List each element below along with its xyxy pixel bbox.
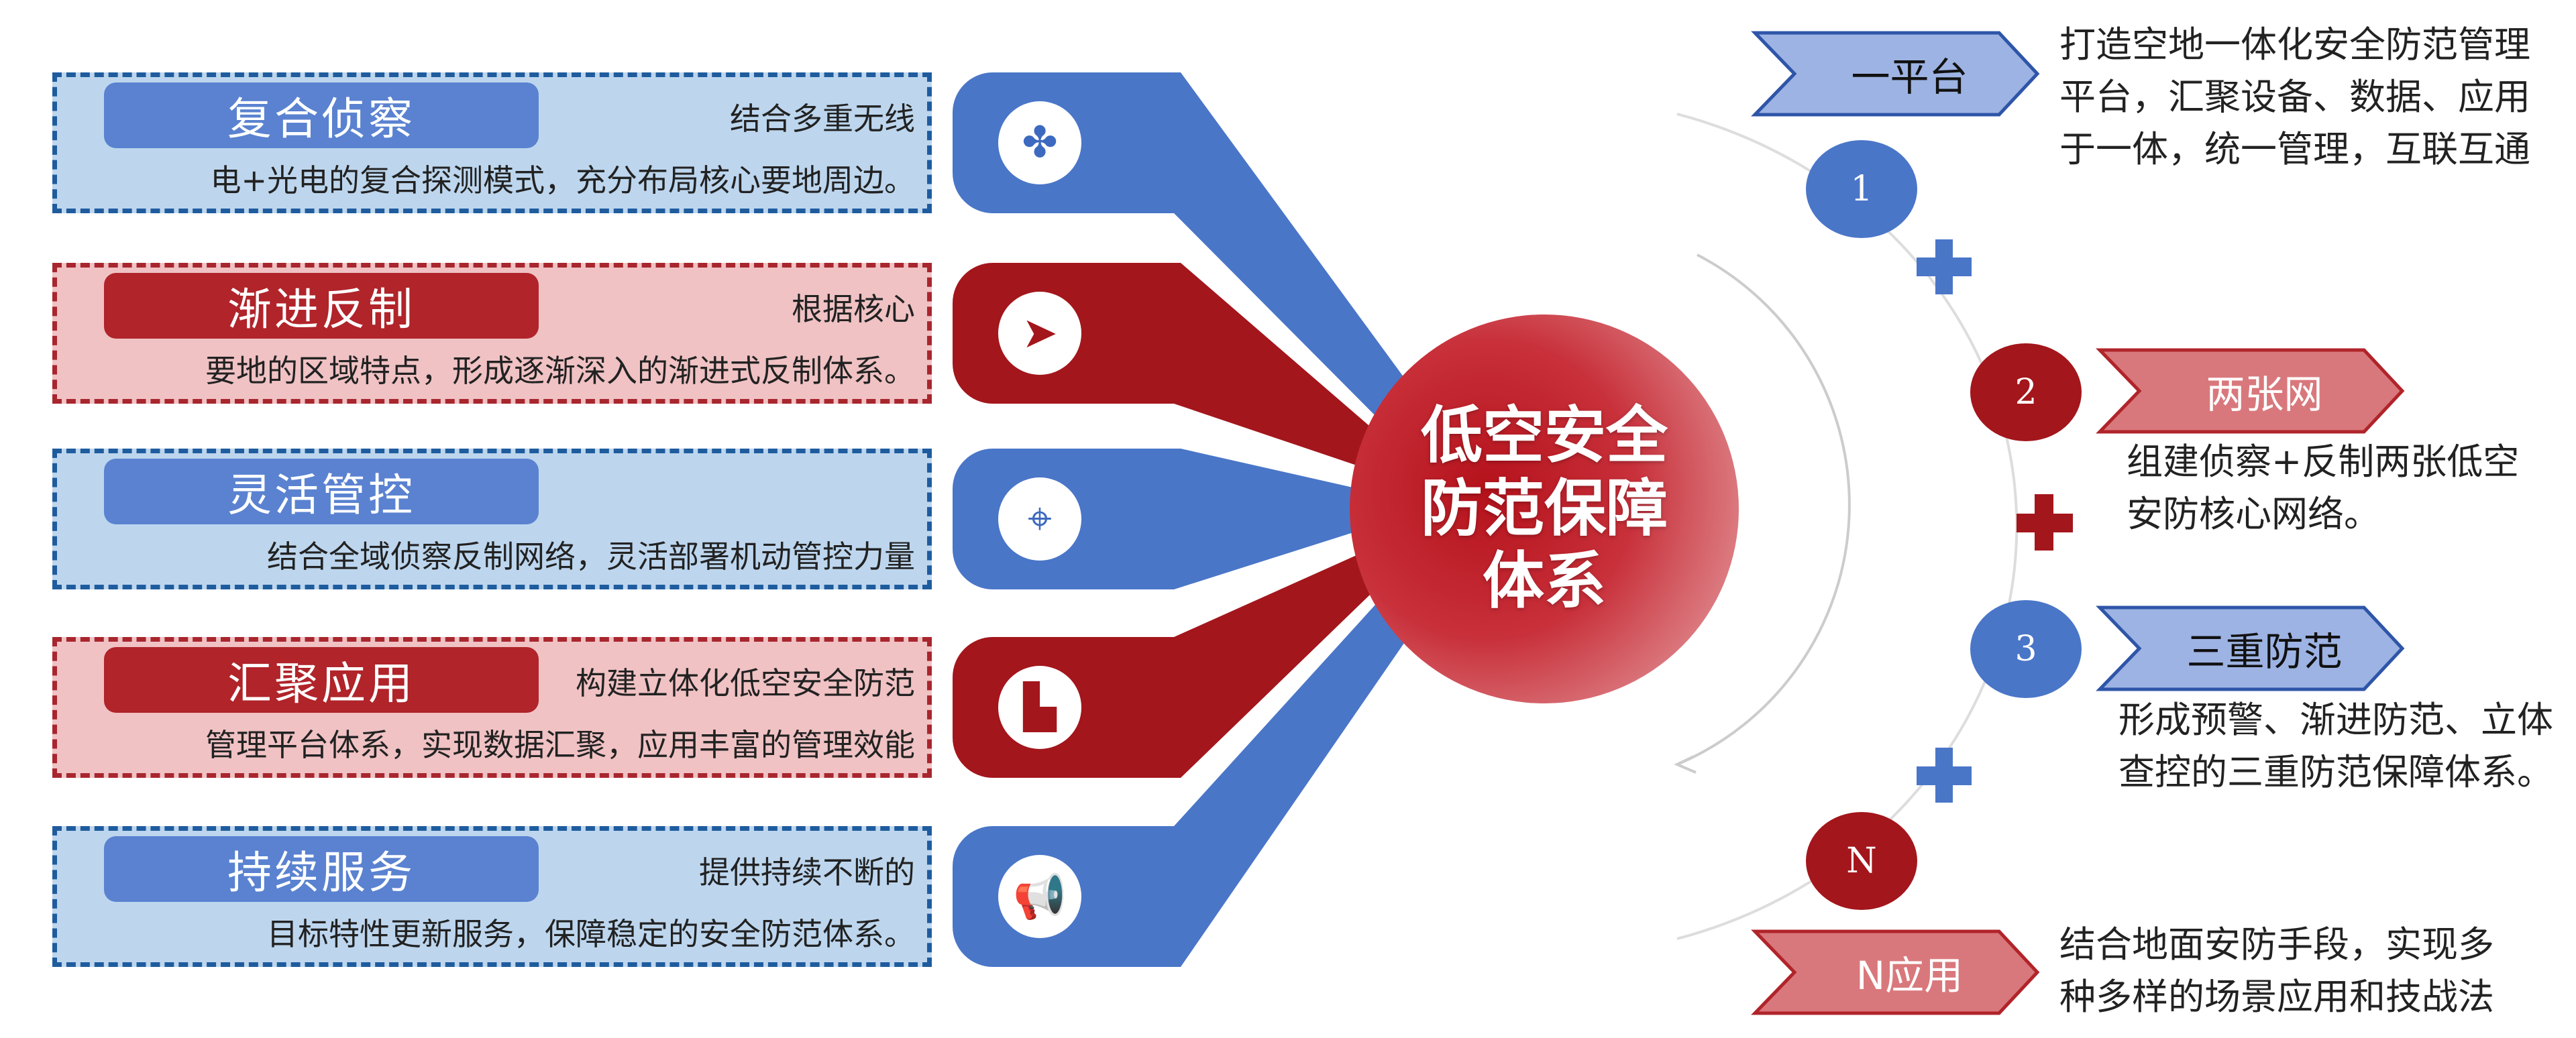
center-title-line3: 体系	[1482, 545, 1606, 618]
desc-line: 组建侦察+反制两张低空	[2127, 441, 2520, 483]
item-title: 渐进反制	[104, 273, 539, 339]
beams	[1107, 72, 1422, 967]
item-flexible-control: 灵活管控 结合全域侦察反制网络，灵活部署机动管控力量	[52, 449, 932, 589]
item-aggregated-apps: 汇聚应用 构建立体化低空安全防范 管理平台体系，实现数据汇聚，应用丰富的管理效能	[52, 637, 932, 778]
tab-apps: ▙	[953, 637, 1140, 778]
item-desc-line2: 管理平台体系，实现数据汇聚，应用丰富的管理效能	[205, 727, 915, 763]
desc-line: 查控的三重防范保障体系。	[2118, 751, 2553, 793]
center-circle: 低空安全 防范保障 体系	[1350, 314, 1739, 703]
tag-triple-defense: 三重防范	[2186, 629, 2343, 675]
item-progressive-counter: 渐进反制 根据核心 要地的区域特点，形成逐渐深入的渐进式反制体系。	[52, 263, 932, 404]
item-desc-line2: 目标特性更新服务，保障稳定的安全防范体系。	[267, 916, 915, 952]
item-continuous-service: 持续服务 提供持续不断的 目标特性更新服务，保障稳定的安全防范体系。	[52, 826, 932, 967]
item-composite-recon: 复合侦察 结合多重无线 电+光电的复合探测模式，充分布局核心要地周边。	[52, 72, 932, 213]
four-petal-icon: ✤	[998, 101, 1081, 184]
item-desc-line2: 要地的区域特点，形成逐渐深入的渐进式反制体系。	[205, 353, 915, 389]
beam-5	[1107, 590, 1422, 967]
desc-n-applications: 结合地面安防手段，实现多 种多样的场景应用和技战法	[2059, 919, 2494, 1023]
arc-arrowhead	[1674, 755, 1697, 774]
item-title: 汇聚应用	[104, 647, 539, 713]
desc-line: 打造空地一体化安全防范管理	[2059, 23, 2530, 66]
item-desc-line2: 电+光电的复合探测模式，充分布局核心要地周边。	[210, 162, 915, 198]
number-circle-1: 1	[1806, 140, 1917, 238]
tab-control: ⌖	[953, 449, 1140, 589]
item-title: 复合侦察	[104, 82, 539, 148]
number-circle-n: N	[1806, 812, 1917, 910]
item-desc-line2: 结合全域侦察反制网络，灵活部署机动管控力量	[267, 538, 915, 575]
desc-line: 种多样的场景应用和技战法	[2059, 976, 2494, 1018]
desc-line: 安防核心网络。	[2127, 493, 2380, 535]
center-title-line1: 低空安全	[1420, 400, 1668, 472]
beam-4	[1107, 550, 1389, 778]
number-circle-3: 3	[1970, 600, 2082, 698]
desc-line: 形成预警、渐进防范、立体	[2118, 699, 2553, 741]
tag-n-applications: N应用	[1856, 953, 1964, 998]
number-circle-2: 2	[1970, 343, 2082, 441]
item-title: 灵活管控	[104, 459, 539, 524]
item-desc-line1: 根据核心	[792, 291, 915, 327]
megaphone-icon: 📢	[998, 855, 1081, 938]
tab-service: 📢	[953, 826, 1140, 967]
tab-counter: ➤	[953, 263, 1140, 404]
paper-plane-icon: ➤	[998, 292, 1081, 375]
center-title-line2: 防范保障	[1420, 472, 1668, 544]
desc-line: 于一体，统一管理，互联互通	[2059, 128, 2530, 170]
beam-2	[1107, 263, 1389, 469]
item-title: 持续服务	[104, 836, 539, 902]
target-icon: ⌖	[998, 477, 1081, 561]
desc-one-platform: 打造空地一体化安全防范管理 平台，汇聚设备、数据、应用 于一体，统一管理，互联互…	[2059, 19, 2530, 176]
tab-recon: ✤	[953, 72, 1140, 213]
beam-1	[1107, 72, 1422, 429]
item-desc-line1: 提供持续不断的	[699, 854, 915, 890]
beam-3	[1107, 449, 1362, 589]
desc-triple-defense: 形成预警、渐进防范、立体 查控的三重防范保障体系。	[2118, 694, 2553, 799]
tag-two-networks: 两张网	[2206, 371, 2323, 417]
desc-line: 平台，汇聚设备、数据、应用	[2059, 76, 2530, 118]
item-desc-line1: 构建立体化低空安全防范	[576, 665, 915, 701]
desc-line: 结合地面安防手段，实现多	[2059, 923, 2494, 966]
item-desc-line1: 结合多重无线	[730, 101, 915, 137]
desc-two-networks: 组建侦察+反制两张低空 安防核心网络。	[2127, 436, 2519, 540]
inner-arc	[1676, 253, 1851, 766]
tag-one-platform: 一平台	[1851, 54, 1968, 100]
chart-icon: ▙	[998, 666, 1081, 749]
